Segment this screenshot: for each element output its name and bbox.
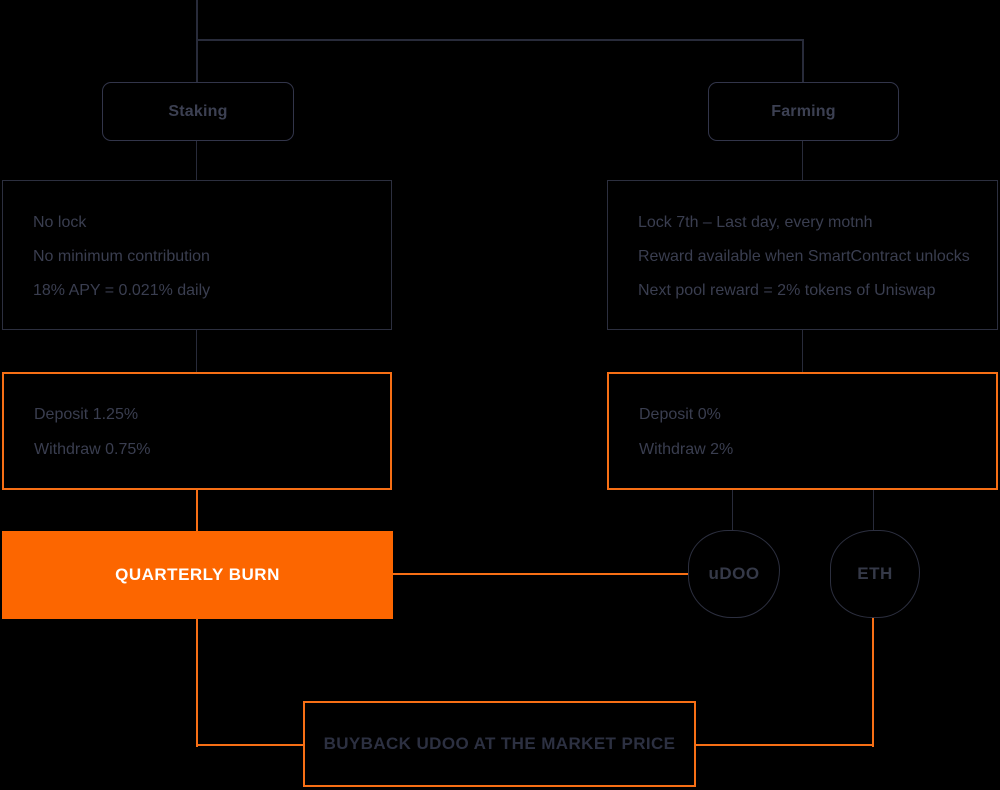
buyback-box: BUYBACK UDOO AT THE MARKET PRICE [303,701,696,787]
farming-fees-box: Deposit 0% Withdraw 2% [607,372,998,490]
node-farming: Farming [708,82,899,141]
node-farming-label: Farming [771,102,836,120]
edge-burn-to-udoo [393,573,688,575]
staking-detail-line: No lock [33,214,87,231]
staking-fees-box: Deposit 1.25% Withdraw 0.75% [2,372,392,490]
edge-eth-down [872,617,874,747]
edge-branch-horizontal [196,39,804,41]
farming-detail-line: Reward available when SmartContract unlo… [638,248,970,265]
edge-eth-to-buyback [696,744,874,746]
edge-fees-to-burn [196,490,198,531]
eth-token-node: ETH [830,530,920,618]
quarterly-burn-label: QUARTERLY BURN [115,565,280,584]
buyback-label: BUYBACK UDOO AT THE MARKET PRICE [323,734,676,753]
edge-farming-drop [802,39,804,82]
edge-burn-to-buyback [196,744,303,746]
node-staking: Staking [102,82,294,141]
quarterly-burn-box: QUARTERLY BURN [2,531,393,619]
farming-details-box: Lock 7th – Last day, every motnh Reward … [607,180,998,330]
edge-staking-to-details [196,139,197,180]
staking-fee-line: Deposit 1.25% [34,406,139,423]
farming-fee-line: Withdraw 2% [639,441,734,458]
edge-burn-down [196,619,198,747]
udoo-token-node: uDOO [688,530,780,618]
farming-fee-line: Deposit 0% [639,406,721,423]
node-staking-label: Staking [168,102,228,120]
edge-farming-to-details [802,139,803,180]
farming-detail-line: Next pool reward = 2% tokens of Uniswap [638,282,936,299]
farming-detail-line: Lock 7th – Last day, every motnh [638,214,873,231]
edge-fees-to-udoo [732,490,733,531]
staking-detail-line: 18% APY = 0.021% daily [33,282,211,299]
edge-fees-to-eth [873,490,874,531]
staking-detail-line: No minimum contribution [33,248,210,265]
eth-token-label: ETH [857,564,893,583]
staking-details-box: No lock No minimum contribution 18% APY … [2,180,392,330]
staking-fee-line: Withdraw 0.75% [34,441,151,458]
edge-farming-details-to-fees [802,330,803,372]
edge-staking-details-to-fees [196,330,197,372]
udoo-token-label: uDOO [708,564,760,583]
edge-root-vertical [196,0,198,82]
